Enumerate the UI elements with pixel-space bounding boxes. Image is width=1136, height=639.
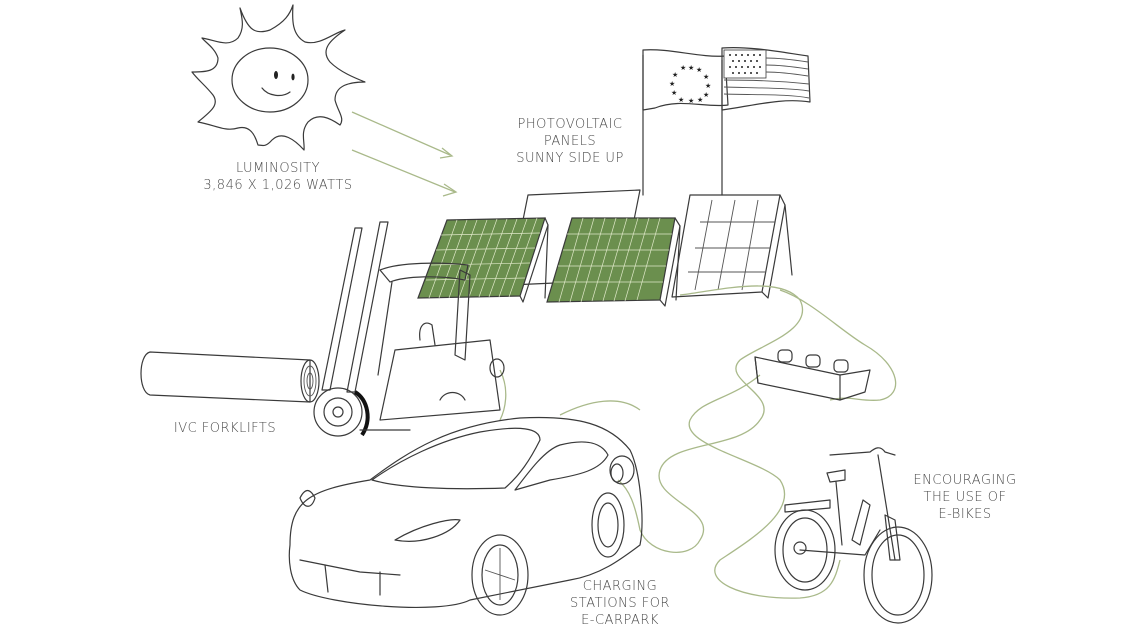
svg-text:★: ★ <box>703 91 709 99</box>
sun-icon <box>191 4 366 151</box>
svg-text:★: ★ <box>672 71 678 79</box>
charging-line-1: CHARGING <box>582 579 658 594</box>
solar-panel-array <box>417 189 793 307</box>
forklifts-label: IVC FORKLIFTS <box>160 420 290 437</box>
solar-panel-blank-icon <box>671 194 793 299</box>
svg-text:★: ★ <box>688 97 694 105</box>
forklifts-line-1: IVC FORKLIFTS <box>173 421 277 436</box>
power-cables <box>499 285 897 599</box>
svg-text:★: ★ <box>678 96 684 104</box>
svg-text:★: ★ <box>697 96 703 104</box>
forklift-icon <box>313 221 505 437</box>
svg-text:★: ★ <box>705 82 711 90</box>
ebikes-line-3: E-BIKES <box>938 507 992 522</box>
ebikes-label: ENCOURAGING THE USE OF E-BIKES <box>900 472 1030 523</box>
flags-group: ★★★ ★★ ★★ ★★ ★★★ <box>642 47 811 196</box>
luminosity-value: 3,846 X 1,026 WATTS <box>203 178 353 193</box>
ebikes-line-2: THE USE OF <box>923 490 1007 505</box>
luminosity-title: LUMINOSITY <box>235 161 321 176</box>
e-bike-icon <box>774 447 933 624</box>
svg-text:★: ★ <box>671 89 677 97</box>
ebikes-line-1: ENCOURAGING <box>913 473 1017 488</box>
panels-line-1: PHOTOVOLTAIC <box>517 117 623 132</box>
solar-panel-icon <box>546 217 681 307</box>
sunlight-arrow-icon <box>351 111 458 197</box>
charging-line-2: STATIONS FOR <box>570 596 670 611</box>
charging-stations-label: CHARGING STATIONS FOR E-CARPARK <box>560 578 680 629</box>
charging-line-3: E-CARPARK <box>581 613 659 628</box>
photovoltaic-panels-label: PHOTOVOLTAIC PANELS SUNNY SIDE UP <box>500 116 640 167</box>
panels-line-3: SUNNY SIDE UP <box>516 151 624 166</box>
power-strip-icon <box>754 349 871 401</box>
svg-text:★: ★ <box>688 64 694 72</box>
solar-panel-icon <box>417 217 549 303</box>
us-flag-icon <box>721 47 811 111</box>
electric-car-icon <box>288 416 643 616</box>
luminosity-label: LUMINOSITY 3,846 X 1,026 WATTS <box>178 160 378 194</box>
svg-text:★: ★ <box>680 64 686 72</box>
eu-flag-icon: ★★★ ★★ ★★ ★★ ★★★ <box>642 49 729 111</box>
panels-line-2: PANELS <box>543 134 597 149</box>
carpet-roll-icon <box>140 351 320 403</box>
svg-text:★: ★ <box>703 73 709 81</box>
svg-text:★: ★ <box>669 80 675 88</box>
svg-text:★: ★ <box>696 66 702 74</box>
